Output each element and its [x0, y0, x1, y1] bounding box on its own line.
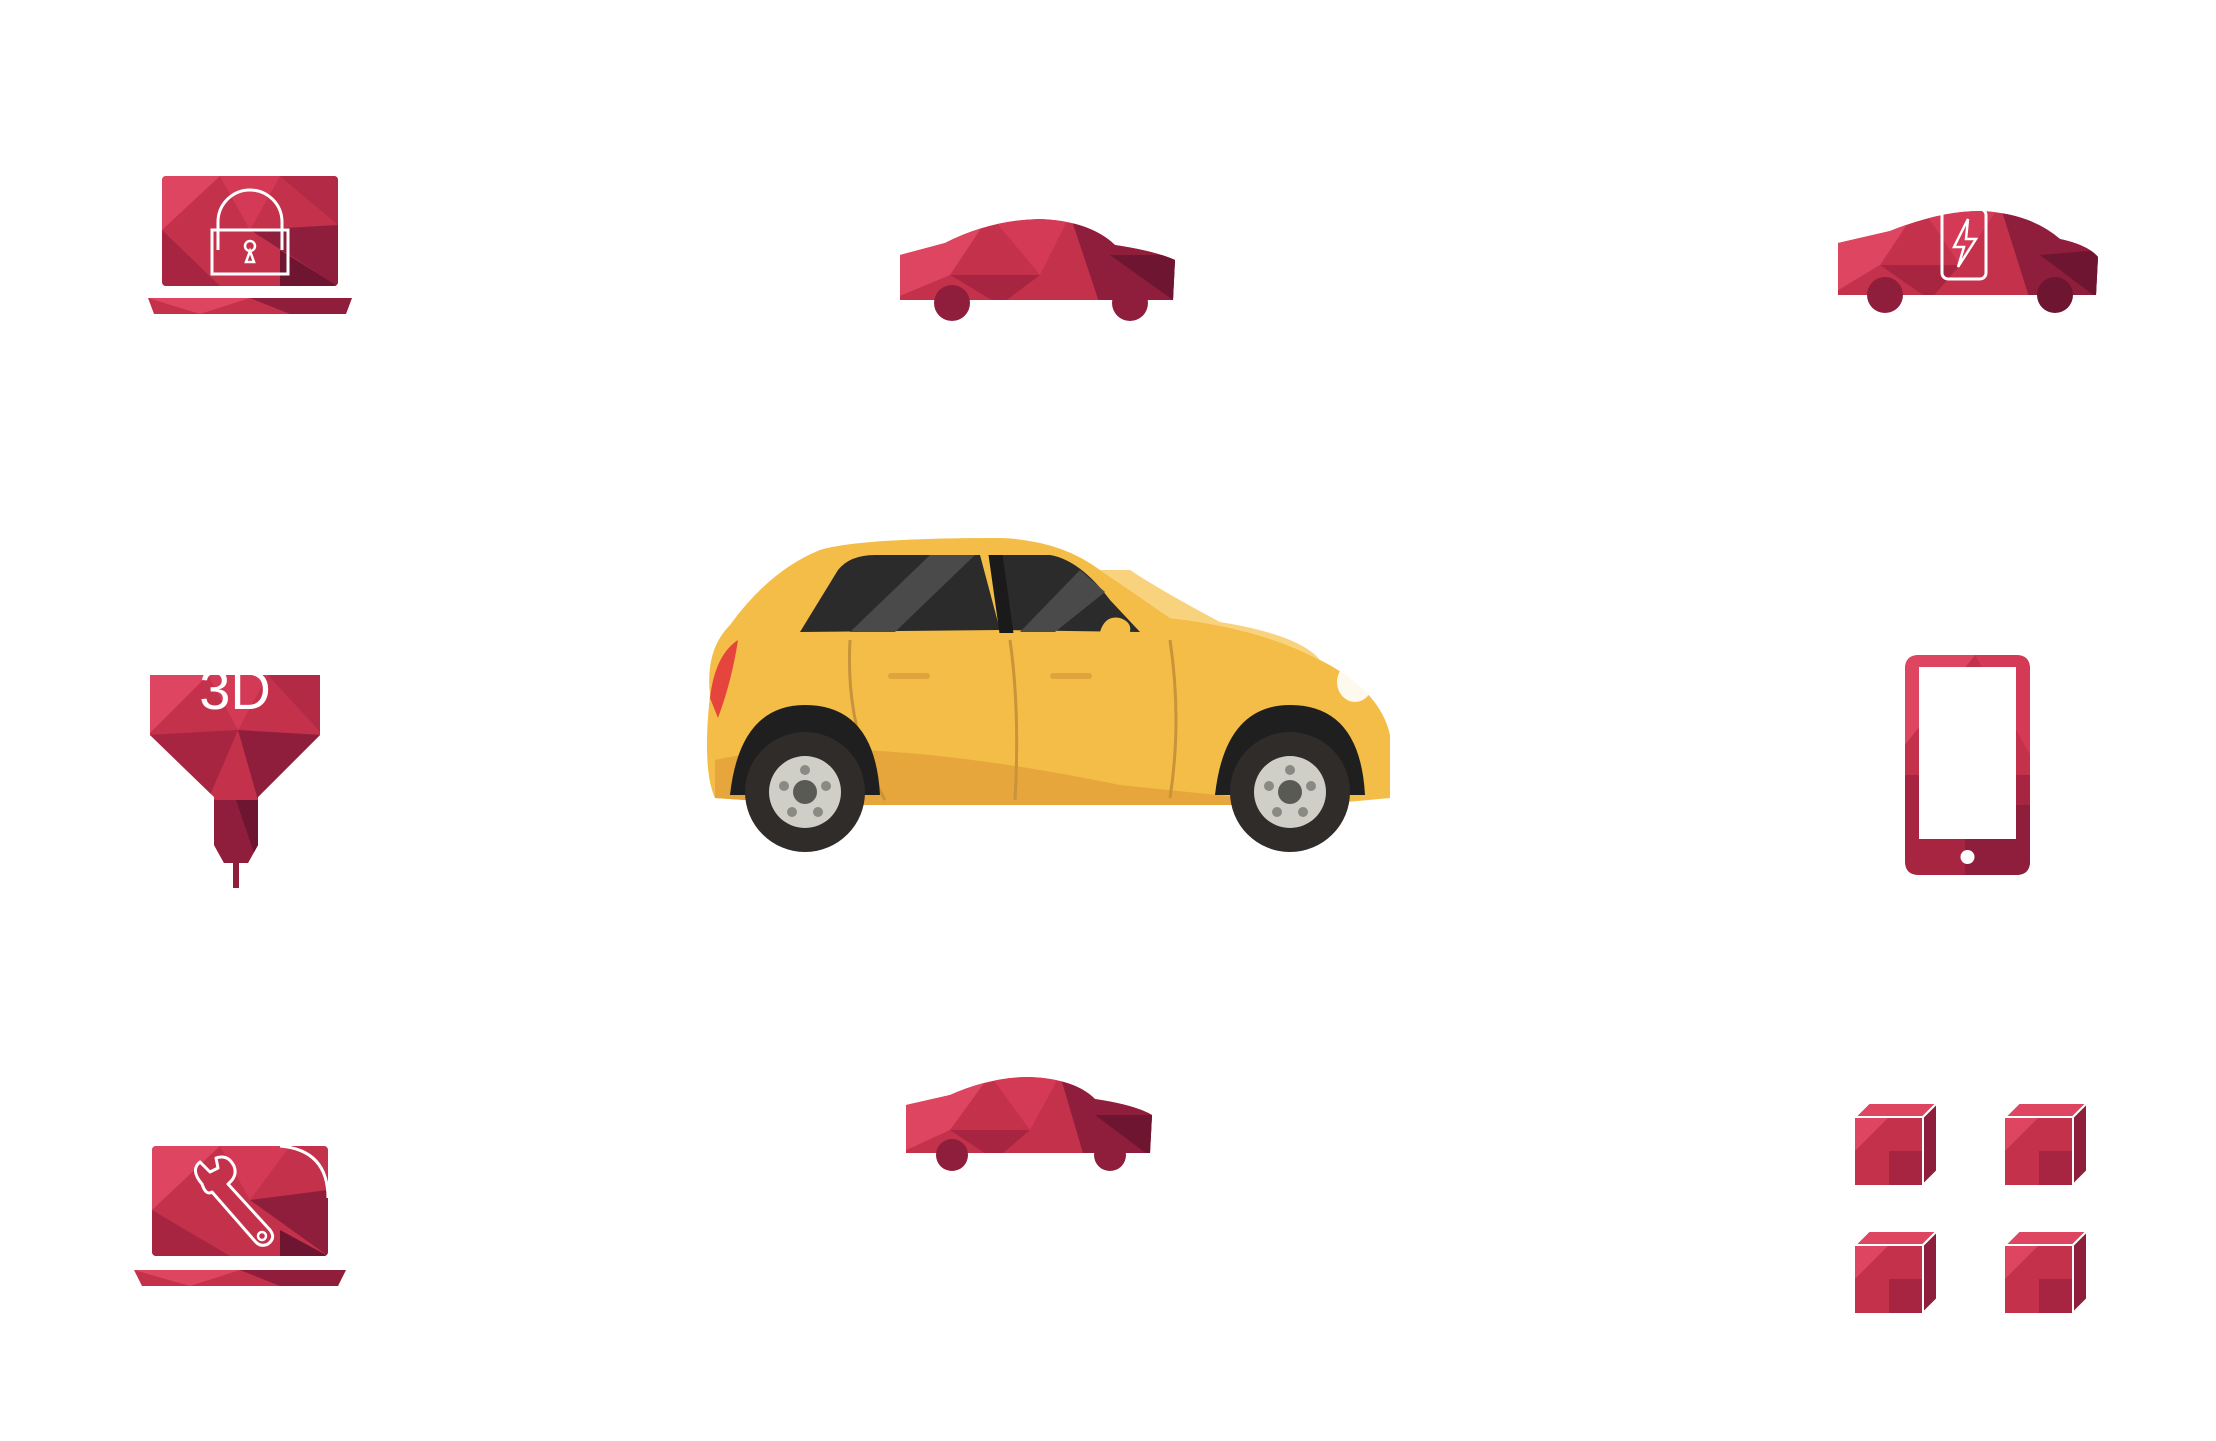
3d-label: 3D [199, 675, 271, 721]
smartphone-icon [1905, 655, 2030, 875]
car-icon [890, 215, 1180, 325]
cubes-icon [1855, 1095, 2090, 1315]
yellow-hatchback-car [700, 530, 1400, 855]
laptop-wrench-icon [130, 1140, 350, 1290]
3d-printer-funnel-icon: 3D [148, 675, 323, 890]
car-icon [900, 1075, 1155, 1175]
electric-car-icon [1830, 205, 2100, 320]
laptop-lock-icon [140, 170, 360, 320]
